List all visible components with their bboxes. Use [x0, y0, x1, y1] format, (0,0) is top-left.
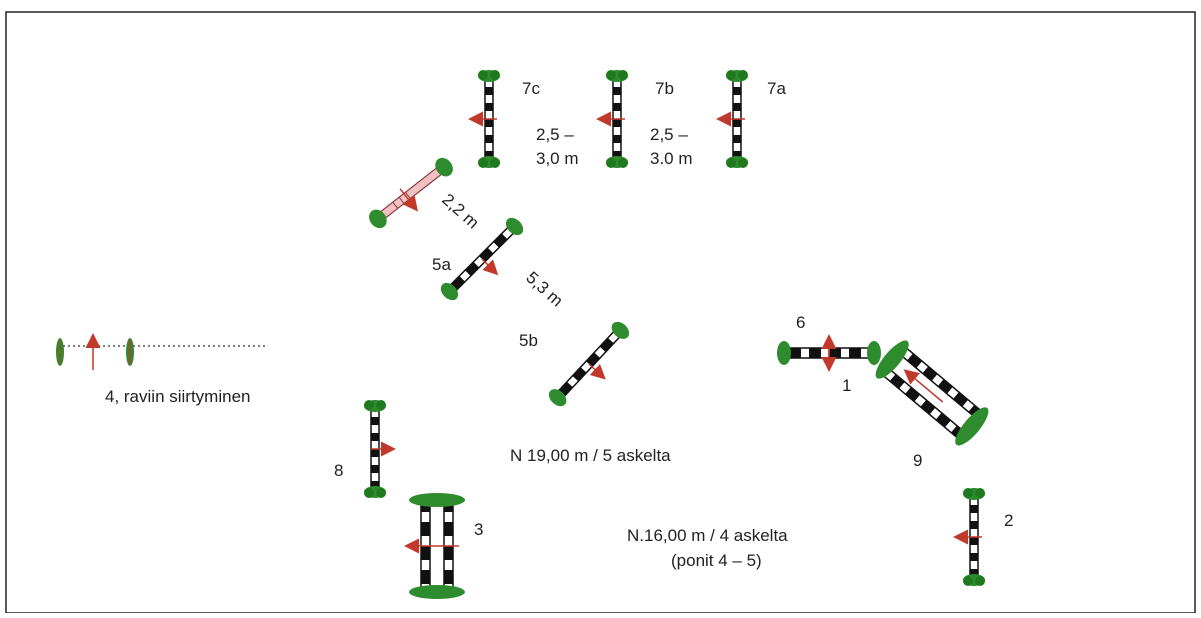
obstacle-9 [875, 340, 989, 446]
obstacle-2 [953, 487, 986, 587]
label-3: 3 [474, 520, 483, 539]
distance-5a-5b: 5,3 m [522, 268, 566, 311]
label-7c: 7c [522, 79, 540, 98]
label-7a: 7a [767, 79, 786, 98]
line-16-subnote: (ponit 4 – 5) [671, 551, 762, 570]
obstacle-8 [363, 399, 396, 499]
distance-7c-7b-line2: 3,0 m [536, 149, 579, 168]
obstacle-7b [596, 69, 629, 169]
obstacle-5b [548, 321, 630, 407]
distance-7b-7a-line2: 3.0 m [650, 149, 693, 168]
line-19-note: N 19,00 m / 5 askelta [510, 446, 671, 465]
label-5a: 5a [432, 255, 451, 274]
trot-transition-marker [56, 333, 268, 370]
label-8: 8 [334, 461, 343, 480]
label-1: 1 [842, 376, 851, 395]
label-5b: 5b [519, 331, 538, 350]
label-7b: 7b [655, 79, 674, 98]
obstacle-5a [440, 217, 524, 301]
distance-7c-7b-line1: 2,5 – [536, 125, 574, 144]
label-9: 9 [913, 451, 922, 470]
distance-pole-5a: 2,2 m [438, 190, 482, 233]
label-2: 2 [1004, 511, 1013, 530]
obstacle-7a [716, 69, 749, 169]
trot-transition-note: 4, raviin siirtyminen [105, 387, 251, 406]
obstacle-6 [777, 334, 881, 372]
distance-7b-7a-line1: 2,5 – [650, 125, 688, 144]
trot-pole [369, 157, 453, 229]
diagram-border [5, 11, 1196, 614]
obstacle-3 [404, 493, 465, 599]
obstacle-7c [468, 69, 501, 169]
line-16-note: N.16,00 m / 4 askelta [627, 526, 788, 545]
label-6: 6 [796, 313, 805, 332]
